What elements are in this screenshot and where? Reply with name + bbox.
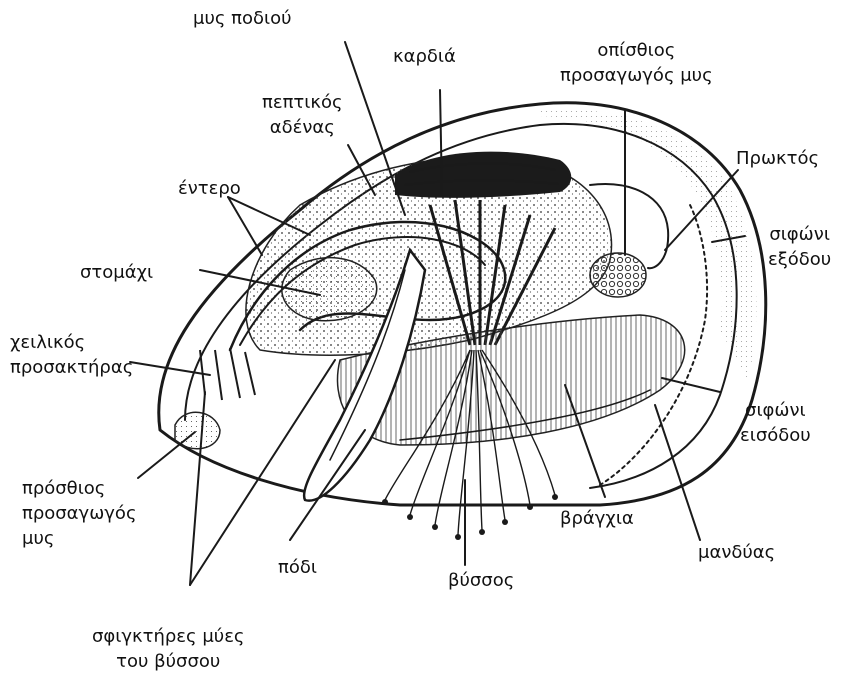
label-byssus: βύσσος [448, 568, 514, 593]
label-anus: Πρωκτός [736, 146, 819, 171]
label-inhalant-siphon-line1: σιφώνι [740, 398, 811, 423]
label-labial-palp-line2: προσακτήρας [10, 355, 133, 380]
label-exhalant-siphon-line2: εξόδου [768, 247, 831, 272]
label-inhalant-siphon: σιφώνι εισόδου [740, 398, 811, 448]
label-posterior-adductor-line2: προσαγωγός μυς [560, 63, 713, 88]
label-posterior-adductor: οπίσθιος προσαγωγός μυς [560, 38, 713, 88]
label-byssus-retractors-line1: σφιγκτήρες μύες [92, 624, 244, 649]
label-digestive-gland: πεπτικός αδένας [262, 90, 343, 140]
label-exhalant-siphon-line1: σιφώνι [768, 222, 831, 247]
label-foot: πόδι [278, 555, 317, 580]
label-byssus-retractors: σφιγκτήρες μύες του βύσσου [92, 624, 244, 674]
label-digestive-gland-line1: πεπτικός [262, 90, 343, 115]
label-anterior-adductor-line3: μυς [22, 526, 137, 551]
label-exhalant-siphon: σιφώνι εξόδου [768, 222, 831, 272]
label-foot-muscle: μυς ποδιού [193, 6, 292, 31]
label-anterior-adductor-line2: προσαγωγός [22, 501, 137, 526]
label-inhalant-siphon-line2: εισόδου [740, 423, 811, 448]
label-posterior-adductor-line1: οπίσθιος [560, 38, 713, 63]
label-anterior-adductor: πρόσθιος προσαγωγός μυς [22, 476, 137, 551]
label-mantle: μανδύας [698, 540, 775, 565]
label-anterior-adductor-line1: πρόσθιος [22, 476, 137, 501]
heart-shape [395, 152, 571, 198]
label-digestive-gland-line2: αδένας [262, 115, 343, 140]
posterior-adductor-shape [590, 253, 646, 297]
label-labial-palp-line1: χειλικός [10, 330, 133, 355]
label-intestine: έντερο [178, 176, 241, 201]
label-heart: καρδιά [393, 44, 456, 69]
label-byssus-retractors-line2: του βύσσου [92, 649, 244, 674]
label-stomach: στομάχι [80, 260, 153, 285]
label-labial-palp: χειλικός προσακτήρας [10, 330, 133, 380]
label-gill: βράγχια [560, 506, 634, 531]
